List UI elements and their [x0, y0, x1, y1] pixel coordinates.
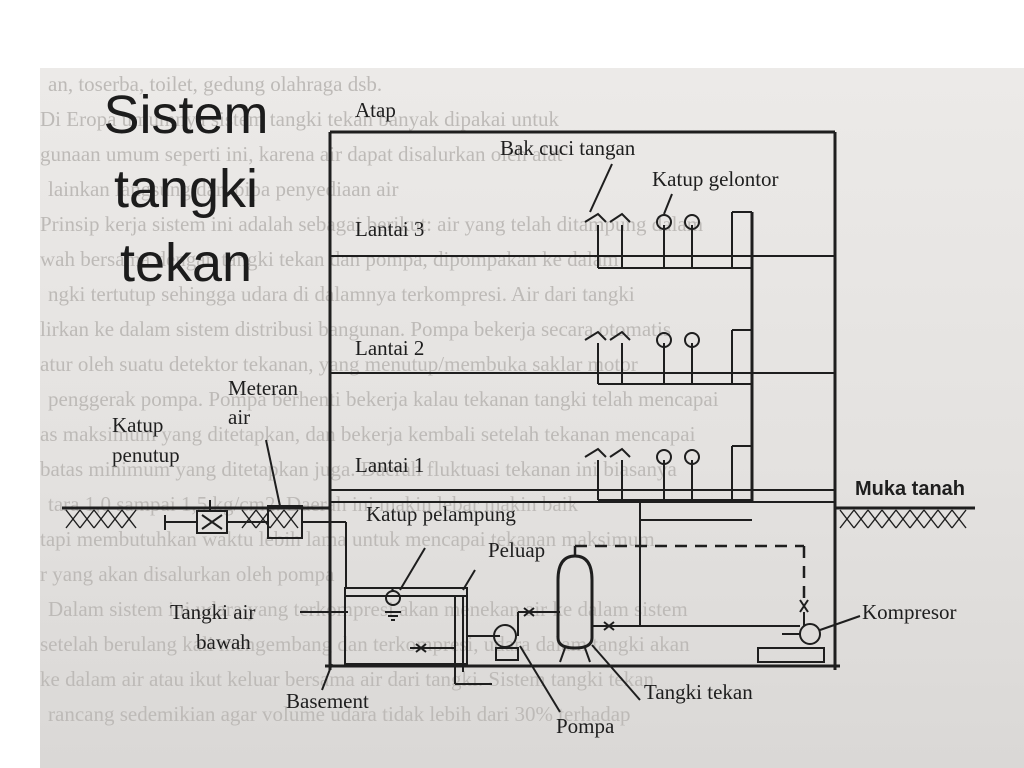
flush-valve-leader: [663, 193, 673, 215]
label-pompa: Pompa: [556, 714, 615, 738]
label-bak-cuci-tangan: Bak cuci tangan: [500, 136, 636, 160]
label-penutup: penutup: [112, 443, 180, 467]
background-text-line: penggerak pompa. Pompa berhenti bekerja …: [48, 387, 719, 411]
label-lantai-1: Lantai 1: [355, 453, 424, 477]
meter-leader: [265, 439, 281, 507]
background-text-line: Di Eropa umumnya sistem tangki tekan ban…: [40, 107, 560, 131]
label-lantai-2: Lantai 2: [355, 336, 424, 360]
label-bawah: bawah: [196, 630, 251, 654]
lower-tank-body: [344, 587, 468, 665]
compressor: [757, 615, 861, 663]
tap-icon: [584, 330, 607, 341]
label-peluap: Peluap: [488, 538, 545, 562]
label-lantai-3: Lantai 3: [355, 217, 424, 241]
background-text-line: setelah berulang kali mengembang dan ter…: [40, 632, 690, 656]
label-meteran: Meteran: [228, 376, 298, 400]
pressure-tank-leader: [591, 644, 641, 701]
ground-surface: [62, 506, 975, 529]
label-tangki-tekan: Tangki tekan: [644, 680, 753, 704]
label-kompresor: Kompresor: [862, 600, 956, 624]
background-text-line: lirkan ke dalam sistem distribusi bangun…: [40, 317, 672, 341]
label-katup-pelampung: Katup pelampung: [366, 502, 516, 526]
title-line-2: tangki: [113, 159, 259, 219]
pump-assembly: [410, 607, 561, 713]
pressure-tank-body: [556, 554, 594, 650]
pump-leader: [519, 645, 561, 713]
label-katup-gelontor: Katup gelontor: [652, 167, 779, 191]
tap-icon: [584, 212, 607, 223]
washbasin-leader: [589, 163, 613, 213]
tap-icon: [609, 447, 631, 458]
flush-valve-icon: [684, 214, 700, 230]
slide-title: Sistem tangki tekan: [96, 78, 276, 300]
drain-valve-icon: [415, 643, 427, 653]
background-text-line: tara 1,0 sampai 1,5 kg/cm2. Daerah ini m…: [48, 492, 579, 516]
background-text-line: gunaan umum seperti ini, karena air dapa…: [40, 142, 563, 166]
ground-hatch-right: [839, 509, 967, 529]
background-text-line: Prinsip kerja sistem ini adalah sebagai …: [40, 212, 704, 236]
fixtures-floor-1: [584, 445, 752, 501]
float-ball-icon: [385, 590, 401, 606]
background-text-line: ngki tertutup sehingga udara di dalamnya…: [48, 282, 635, 306]
background-text-line: ke dalam air atau ikut keluar bersama ai…: [40, 667, 655, 691]
label-katup: Katup: [112, 413, 163, 437]
compressor-leader: [819, 615, 861, 631]
flush-valve-icon: [684, 332, 700, 348]
pressure-tank: [556, 554, 800, 701]
lower-water-tank: [300, 547, 492, 685]
title-line-3: tekan: [119, 233, 253, 293]
background-text-line: batas minimum yang ditetapkan juga. Daer…: [40, 457, 677, 481]
background-text-line: an, toserba, toilet, gedung olahraga dsb…: [48, 72, 383, 96]
label-tangki-air: Tangki air: [170, 600, 255, 624]
scanned-page-background: an, toserba, toilet, gedung olahraga dsb…: [40, 68, 1024, 768]
tank-outlet-valve: [603, 621, 615, 631]
label-atap: Atap: [355, 98, 396, 122]
background-text-line: r yang akan disalurkan oleh pompa: [40, 562, 335, 586]
ground-hatch-left: [65, 509, 299, 529]
tap-icon: [609, 212, 631, 223]
compressor-base: [757, 647, 825, 663]
compressor-icon: [799, 623, 821, 645]
check-valve-icon: [523, 607, 535, 617]
float-valve-leader: [399, 547, 426, 591]
label-meteran-air: air: [228, 405, 250, 429]
shutoff-valve-icon: [201, 514, 223, 530]
fixtures-floor-3: [584, 163, 752, 269]
title-line-1: Sistem: [103, 85, 269, 145]
building-structure: [325, 130, 840, 670]
background-text-line: Dalam sistem ini udara yang terkompresi …: [48, 597, 688, 621]
compressed-air-line: [573, 544, 809, 626]
fixtures-floor-2: [584, 329, 752, 385]
background-text-line: tapi membutuhkan waktu lebih lama untuk …: [40, 527, 655, 551]
background-text-line: rancang sedemikian agar volume udara tid…: [48, 702, 631, 726]
background-text-line: as maksimum yang ditetapkan, dan bekerja…: [40, 422, 696, 446]
flush-valve-icon: [656, 332, 672, 348]
label-muka-tanah: Muka tanah: [855, 478, 965, 500]
flush-valve-icon: [656, 214, 672, 230]
flush-valve-icon: [656, 449, 672, 465]
basement-leader-group: [321, 663, 333, 691]
background-text-line: lainkan langsung dari pipa penyediaan ai…: [48, 177, 399, 201]
basement-leader: [321, 663, 333, 691]
flush-valve-icon: [684, 449, 700, 465]
overflow-leader: [462, 569, 476, 591]
tap-icon: [584, 447, 607, 458]
air-valve-icon: [799, 599, 809, 613]
tap-icon: [609, 330, 631, 341]
distribution-riser: [639, 212, 754, 626]
label-basement: Basement: [286, 689, 369, 713]
